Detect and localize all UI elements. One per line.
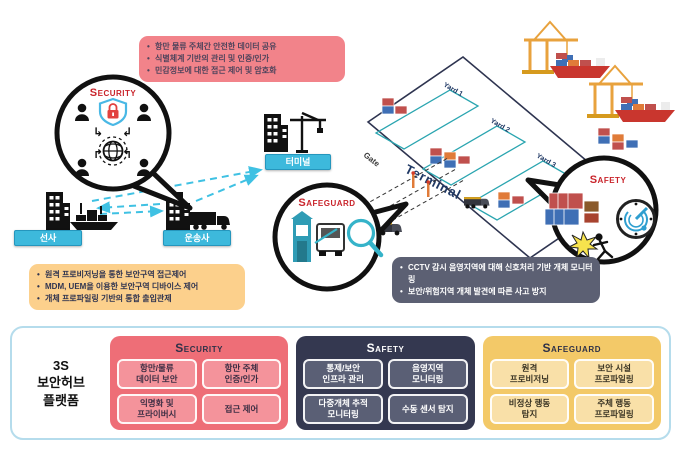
security-bubble-label: Security [90,87,137,99]
safety-capability-chip: 통제/보안 인프라 관리 [303,359,383,390]
impact-starburst-icon [567,230,599,260]
terminal-icon-group [264,111,326,153]
carrier-tag: 운송사 [163,230,231,246]
ship-crane-icon [520,20,612,80]
shipper-tag: 선사 [14,230,82,246]
safeguard-callout-item: 원격 프로비저닝을 통한 보안구역 접근제어 [35,269,238,281]
safeguard-callout-item: MDM, UEM을 이용한 보안구역 디바이스 제어 [35,281,238,293]
safety-callout: CCTV 감시 음영지역에 대해 신호처리 기반 개체 모니터링 보안/위험지역… [392,257,600,303]
gate-label: Gate [362,150,382,168]
safeguard-bubble-label: Safeguard [298,197,355,209]
platform-section-safety: Safety 통제/보안 인프라 관리 음영지역 모니터링 다중개체 추적 모니… [296,336,475,430]
safety-capability-chip: 음영지역 모니터링 [387,359,468,390]
security-section-header: Security [175,341,224,355]
safety-callout-item: 보안/위험지역 개체 발견에 따른 사고 방지 [398,286,593,298]
shield-lock-icon [98,97,128,127]
gate-barriers [411,171,431,197]
safeguard-capability-chip: 주체 행동 프로파일링 [574,394,654,425]
safeguard-capability-chip: 보안 시설 프로파일링 [574,359,654,390]
shipper-icon-group [46,192,118,230]
security-capability-chip: 익명화 및 프라이버시 [117,394,197,425]
security-bubble: Security ↳ ↲ ↱ ↰ [54,74,193,211]
safeguard-section-header: Safeguard [542,341,602,355]
guard-booth-icon [291,211,313,262]
safety-section-header: Safety [366,341,405,355]
gate-road [351,157,465,235]
platform-title-line: 플랫폼 [43,392,79,408]
security-callout: 항만 물류 주체간 안전한 데이터 공유 식별체계 기반의 관리 및 인증/인가… [139,36,345,82]
safety-capability-chip: 다중개체 추적 모니터링 [303,394,383,425]
safety-capability-chip: 수동 센서 탐지 [387,394,468,425]
platform-title-line: 보안허브 [37,375,85,391]
construction-crane-icon [290,111,326,152]
safeguard-section-grid: 원격 프로비저닝 보안 시설 프로파일링 비정상 행동 탐지 주체 행동 프로파… [489,359,654,425]
yard-truck-icon [464,197,490,209]
safety-section-grid: 통제/보안 인프라 관리 음영지역 모니터링 다중개체 추적 모니터링 수동 센… [303,359,468,425]
platform-panel: 3S 보안허브 플랫폼 Security 항만/물류 데이터 보안 항만 주체 … [10,326,671,440]
platform-section-security: Security 항만/물류 데이터 보안 항만 주체 인증/인가 익명화 및 … [110,336,289,430]
platform-section-safeguard: Safeguard 원격 프로비저닝 보안 시설 프로파일링 비정상 행동 탐지… [482,336,661,430]
safeguard-capability-chip: 원격 프로비저닝 [489,359,570,390]
safeguard-capability-chip: 비정상 행동 탐지 [489,394,570,425]
security-callout-item: 민감정보에 대한 접근 제어 및 암호화 [145,65,338,77]
data-flow-arrows [91,166,263,218]
security-callout-item: 항만 물류 주체간 안전한 데이터 공유 [145,41,338,53]
safeguard-bubble: Safeguard [272,182,409,292]
security-callout-item: 식별체계 기반의 관리 및 인증/인가 [145,53,338,65]
magnifier-icon [346,218,384,258]
truck-icon [190,212,230,230]
cargo-ship-icon [70,203,118,230]
terminal-tag: 터미널 [265,154,331,170]
container-stacks [381,97,639,209]
inspected-truck-icon [314,223,345,256]
radar-icon [616,199,656,239]
safety-bubble: Safety [525,155,659,265]
carrier-icon-group [166,192,230,230]
platform-title-line: 3S [53,357,69,373]
platform-title: 3S 보안허브 플랫폼 [20,336,102,430]
security-capability-chip: 항만/물류 데이터 보안 [117,359,197,390]
safeguard-callout-item: 개체 프로파일링 기반의 통합 출입관제 [35,293,238,305]
falling-containers-icon [544,192,600,226]
diagram-scene: Yard 1 Yard 2 Yard 3 Terminal Gate [46,20,677,292]
safeguard-callout: 원격 프로비저닝을 통한 보안구역 접근제어 MDM, UEM을 이용한 보안구… [29,264,245,310]
safety-bubble-label: Safety [590,174,627,186]
exchange-arrow-icon: ↲ [122,125,132,139]
globe-icon [98,136,128,166]
falling-person-icon [592,233,614,261]
security-section-grid: 항만/물류 데이터 보안 항만 주체 인증/인가 익명화 및 프라이버시 접근 … [117,359,282,425]
exchange-arrow-icon: ↰ [122,147,132,161]
exchange-arrow-icon: ↳ [93,125,103,139]
security-capability-chip: 항만 주체 인증/인가 [201,359,282,390]
exchange-arrow-icon: ↱ [93,147,103,161]
security-capability-chip: 접근 제어 [201,394,282,425]
safety-callout-item: CCTV 감시 음영지역에 대해 신호처리 기반 개체 모니터링 [398,262,593,286]
